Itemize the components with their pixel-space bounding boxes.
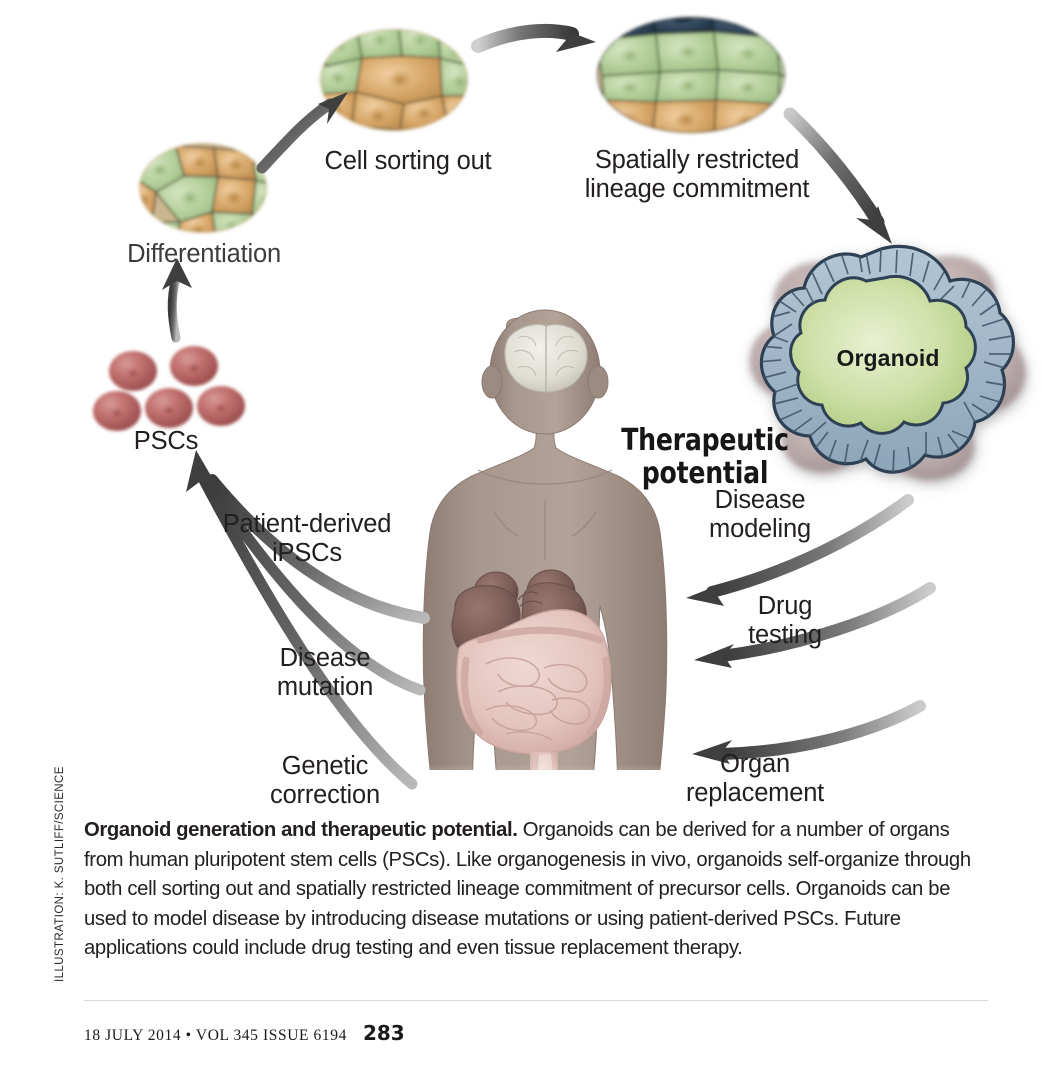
arrowhead-to-pscs (186, 450, 218, 492)
label-therapeutic-potential: Therapeutic potential (621, 423, 789, 491)
label-genetic-correction: Genetic correction (270, 752, 380, 809)
arrow-disease-mutation (202, 476, 426, 696)
arrow-sorting-to-lineage (471, 23, 596, 53)
arrow-differentiation-to-sorting (256, 92, 348, 174)
label-drug-testing: Drug testing (748, 592, 822, 649)
label-spatially-restricted-lineage-commitment: Spatially restricted lineage commitment (584, 146, 810, 203)
arrow-lineage-to-organoid (783, 107, 892, 244)
psc-cell-cluster (93, 346, 245, 431)
lineage-commitment-cluster (597, 17, 785, 133)
footer-divider (84, 1000, 988, 1001)
label-disease-mutation: Disease mutation (276, 644, 374, 701)
differentiation-cell-cluster (139, 143, 267, 233)
footer-page-number: 283 (362, 1021, 405, 1045)
caption-body: Organoids can be derived for a number of… (84, 819, 971, 960)
arrow-patient-derived-ipscs (206, 474, 430, 624)
label-organoid: Organoid (836, 345, 940, 371)
label-organ-replacement: Organ replacement (685, 750, 825, 807)
label-patient-derived-ipscs: Patient-derived iPSCs (222, 510, 392, 567)
illustration-credit: ILLUSTRATION: K. SUTLIFF/SCIENCE (54, 766, 66, 982)
cell-sorting-cluster (320, 29, 468, 131)
footer-issue-line: 18 JULY 2014 • VOL 345 ISSUE 6194 (84, 1027, 347, 1044)
label-cell-sorting-out: Cell sorting out (324, 147, 492, 175)
label-pscs: PSCs (133, 427, 199, 455)
arrow-organ-replacement (692, 700, 926, 764)
arrow-genetic-correction (198, 474, 418, 790)
organoid-diagram: Differentiation Cell sorting out Spatial… (93, 17, 1025, 810)
arrow-drug-testing (694, 582, 936, 668)
diagram-canvas (93, 17, 1025, 810)
figure-caption: Organoid generation and therapeutic pote… (84, 816, 988, 964)
label-differentiation: Differentiation (127, 240, 281, 268)
arrow-psc-to-differentiation (162, 258, 192, 343)
organoid-illustration (750, 244, 1025, 480)
caption-lead: Organoid generation and therapeutic pote… (84, 819, 518, 841)
label-disease-modeling: Disease modeling (709, 486, 811, 543)
brain-icon (504, 323, 588, 393)
arrow-disease-modeling (686, 494, 914, 606)
page-footer: 18 JULY 2014 • VOL 345 ISSUE 6194 283 (84, 1021, 405, 1045)
human-body-illustration (400, 309, 700, 810)
